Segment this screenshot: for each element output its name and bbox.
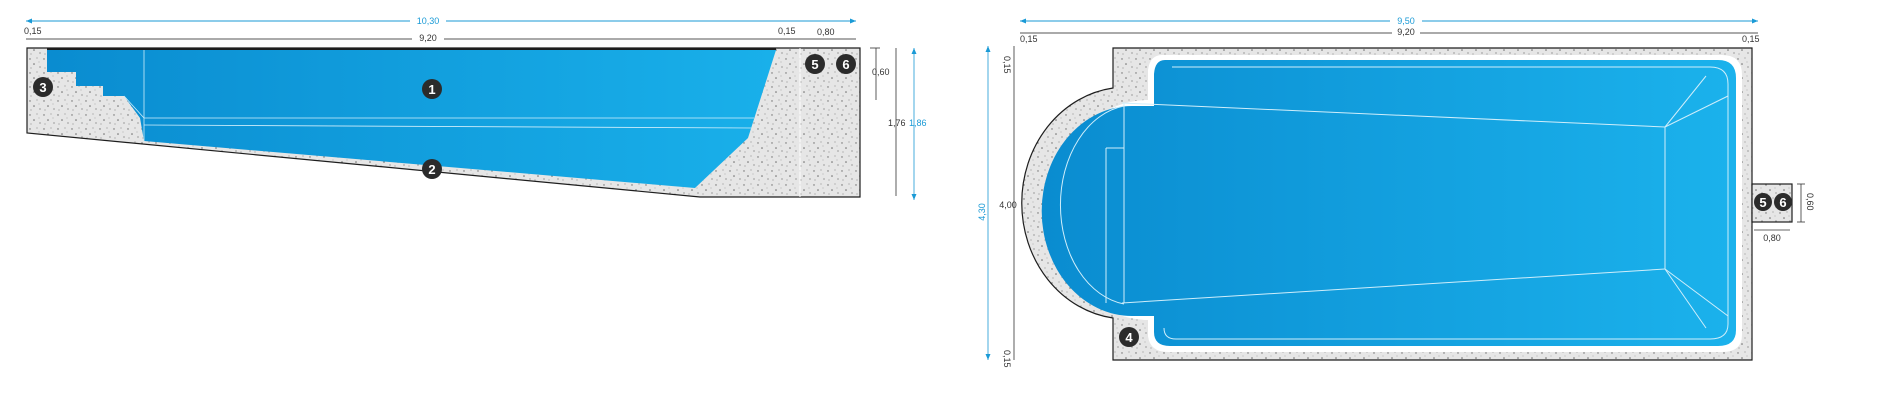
svg-text:1: 1 (428, 82, 435, 97)
side-badge-1: 1 (422, 79, 442, 99)
top-inner-length-dim: 9,20 (1020, 26, 1758, 38)
top-overall-length-label: 9,50 (1397, 16, 1415, 26)
top-overall-width-label: 4,30 (977, 203, 987, 221)
side-overall-length-dim: 10,30 (26, 15, 856, 27)
top-interior-lines (1060, 66, 1729, 340)
side-badge-6: 6 (836, 54, 856, 74)
top-equipment-box: 0,60 0,80 (1751, 183, 1815, 243)
top-bottom-wall-label: 0,15 (1002, 350, 1012, 368)
side-total-depth-label: 1,86 (909, 118, 927, 128)
side-badge-2: 2 (422, 159, 442, 179)
top-equip-width-label: 0,60 (1805, 193, 1815, 211)
top-inner-width-label: 4,00 (999, 200, 1017, 210)
top-overall-length-dim: 9,50 (1020, 15, 1758, 27)
side-left-wall-label: 0,15 (24, 26, 42, 36)
side-inner-length-dim: 9,20 (26, 32, 856, 44)
top-equip-length-label: 0,80 (1763, 233, 1781, 243)
side-deep-depth-label: 1,76 (888, 118, 906, 128)
top-top-wall-label: 0,15 (1002, 56, 1012, 74)
top-badge-5: 5 (1754, 193, 1772, 211)
side-badge-3: 3 (33, 77, 53, 97)
top-left-wall-label: 0,15 (1020, 34, 1038, 44)
side-interior-lines (123, 50, 754, 141)
svg-text:4: 4 (1125, 330, 1133, 345)
side-view: 10,30 9,20 0,15 0,15 0,80 0,60 1,76 (24, 15, 927, 200)
side-depth-dims: 0,60 1,76 1,86 (870, 47, 927, 200)
top-view: 9,50 9,20 0,15 0,15 4,30 4,00 0,15 0,15 (977, 15, 1815, 368)
side-shallow-depth-label: 0,60 (872, 67, 890, 77)
side-right-pad-label: 0,80 (817, 27, 835, 37)
top-water (1041, 60, 1736, 346)
top-badge-4: 4 (1119, 327, 1139, 347)
svg-text:5: 5 (1759, 195, 1766, 210)
svg-text:6: 6 (842, 57, 849, 72)
top-right-wall-label: 0,15 (1742, 34, 1760, 44)
side-inner-length-label: 9,20 (419, 33, 437, 43)
svg-text:3: 3 (39, 80, 46, 95)
top-width-dims: 4,30 4,00 0,15 0,15 (977, 46, 1017, 368)
side-badge-5: 5 (805, 54, 825, 74)
side-overall-length-label: 10,30 (417, 16, 440, 26)
svg-text:6: 6 (1779, 195, 1786, 210)
top-inner-length-label: 9,20 (1397, 27, 1415, 37)
svg-text:5: 5 (811, 57, 818, 72)
svg-text:2: 2 (428, 162, 435, 177)
side-water (47, 50, 776, 188)
side-right-wall-label: 0,15 (778, 26, 796, 36)
top-badge-6: 6 (1774, 193, 1792, 211)
